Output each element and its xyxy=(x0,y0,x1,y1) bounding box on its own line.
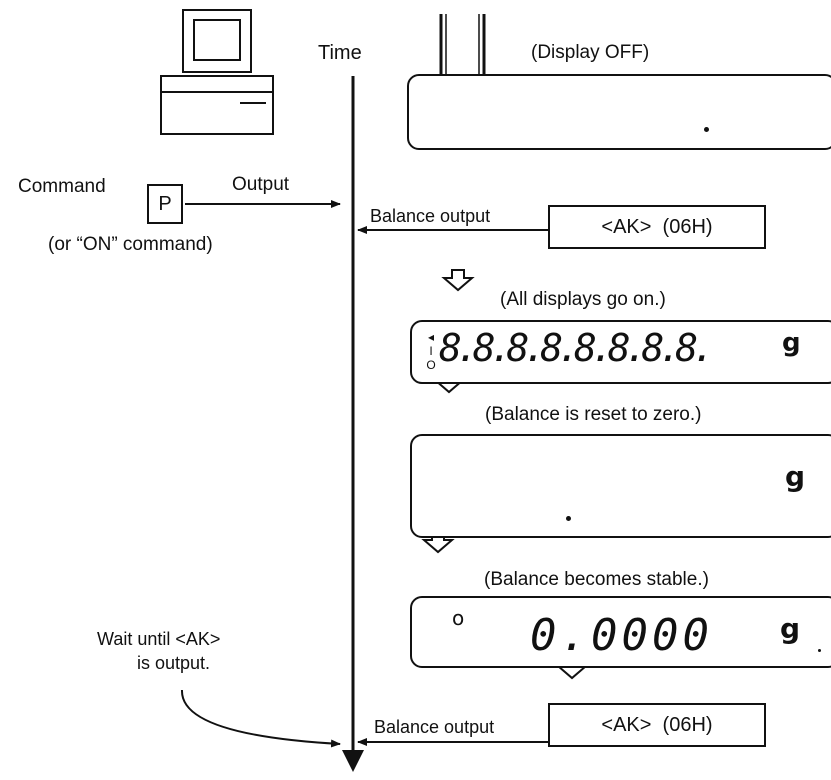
decimal-point xyxy=(704,127,709,132)
indicator-column: ◂ I O xyxy=(424,330,438,372)
down-arrow-icon xyxy=(441,269,475,292)
wait-note-line1: Wait until <AK> xyxy=(97,629,221,649)
display-off-label: (Display OFF) xyxy=(531,42,650,63)
indicator-arrow: ◂ xyxy=(427,330,435,344)
wait-note-line2: is output. xyxy=(137,653,211,673)
balance-output-label-1: Balance output xyxy=(370,206,491,226)
all-on-unit: g xyxy=(782,328,801,358)
ak-code-box-1: <AK> (06H) xyxy=(548,205,766,249)
on-command-note: (or “ON” command) xyxy=(48,234,213,255)
p-key-box: P xyxy=(147,184,183,224)
stable-mark: o xyxy=(452,606,465,630)
stable-unit: g xyxy=(780,612,801,645)
zero-reading: 0.0000 xyxy=(530,610,713,661)
wait-curve-arrow xyxy=(180,689,341,748)
stable-panel xyxy=(410,596,831,668)
stable-stray-dot xyxy=(818,649,821,652)
reset-panel xyxy=(410,434,831,538)
indicator-i: I xyxy=(429,344,433,358)
reset-unit: g xyxy=(785,460,806,493)
reset-caption: (Balance is reset to zero.) xyxy=(485,404,702,425)
indicator-o: O xyxy=(426,358,436,372)
balance-output-label-2: Balance output xyxy=(374,717,495,737)
computer-icon xyxy=(160,9,274,135)
command-label: Command xyxy=(18,176,106,197)
p-key-label: P xyxy=(158,192,172,215)
time-axis-arrowhead xyxy=(342,750,364,772)
ak-code-box-2: <AK> (06H) xyxy=(548,703,766,747)
all-on-caption: (All displays go on.) xyxy=(500,289,666,310)
decimal-point xyxy=(566,516,571,521)
stable-caption: (Balance becomes stable.) xyxy=(484,569,709,590)
all-segments-display: 8.8.8.8.8.8.8.8. xyxy=(439,326,715,370)
ak-code-1: <AK> (06H) xyxy=(601,215,713,238)
ak-code-2: <AK> (06H) xyxy=(601,713,713,736)
all-on-panel xyxy=(410,320,831,384)
time-label: Time xyxy=(318,42,362,64)
output-label: Output xyxy=(232,174,290,195)
display-off-panel xyxy=(407,74,831,150)
